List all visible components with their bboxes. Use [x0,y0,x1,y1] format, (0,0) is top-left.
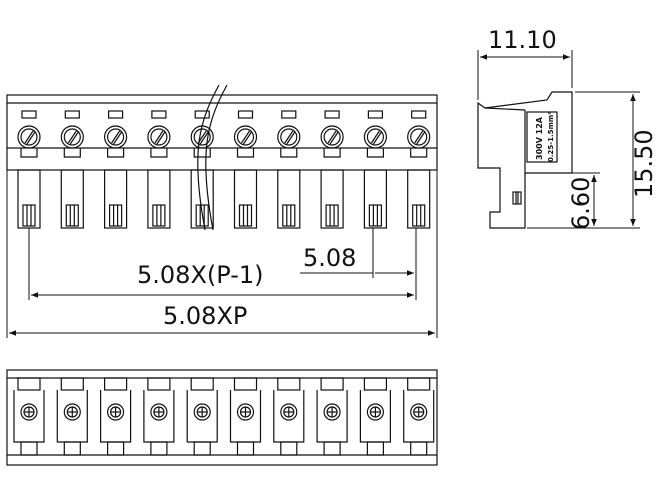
front-pole [233,110,258,229]
pitch-label: 5.08 [303,244,356,272]
front-pole [17,110,41,229]
bottom-pole [56,377,88,456]
width-label: 11.10 [488,26,557,54]
side-dimensions [477,50,640,229]
total-length-label: 5.08XP [163,302,247,330]
front-pole [277,110,301,229]
bottom-poles [13,377,435,456]
front-dimensions [6,170,438,338]
front-pole [407,110,431,229]
front-body [6,94,438,171]
front-pole [147,110,171,229]
bottom-pole [100,377,132,456]
side-view [477,91,573,229]
front-pole [103,110,128,229]
bottom-pole [359,377,391,456]
bottom-pole [316,377,348,456]
span-label: 5.08X(P-1) [137,261,263,289]
bottom-body [6,369,438,466]
front-pole [60,110,84,229]
front-view [6,84,438,231]
bottom-pole [229,377,262,456]
front-pole [363,110,387,229]
break-line [197,84,220,231]
bottom-pole [143,377,175,456]
bottom-pole [273,377,305,456]
bottom-pole [403,377,435,456]
rating-text: 300V 12A [535,116,544,160]
pin-height-label: 6.60 [567,177,595,230]
bottom-pole [186,377,218,456]
wire-text: 0.25-1.5mm² [547,112,555,162]
rating-label-box [526,111,558,163]
break-line [205,84,228,231]
bottom-view [6,369,438,466]
front-pole [320,110,344,229]
side-profile [477,91,573,229]
height-label: 15.50 [630,129,658,198]
bottom-pole [13,377,45,456]
